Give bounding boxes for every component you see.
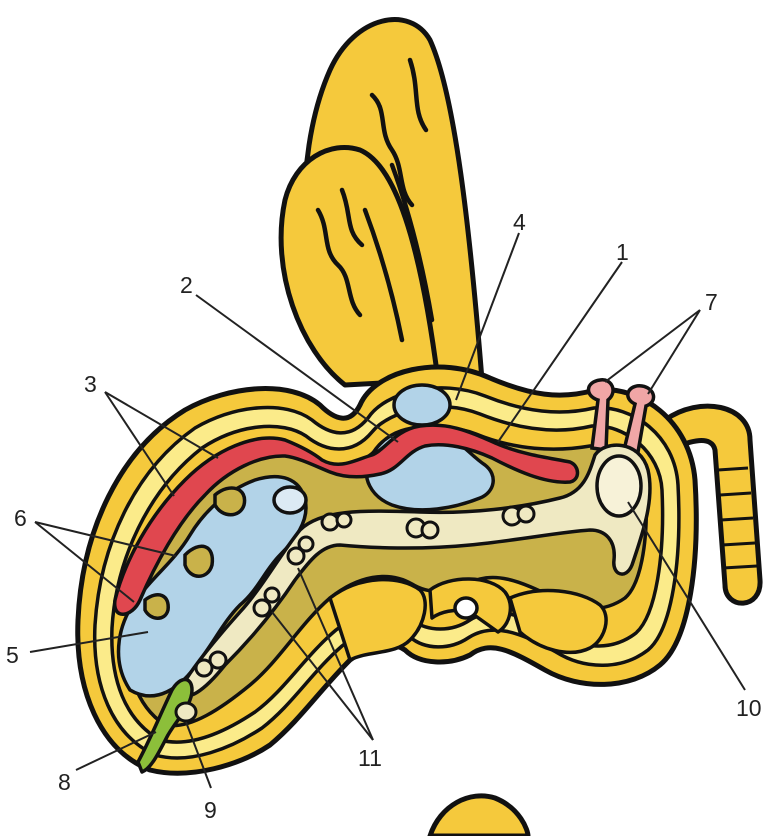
label-11: 11 [358,745,382,771]
small-ganglion [176,703,196,721]
lower-segment [430,796,528,836]
label-4: 4 [513,209,526,235]
blue-bubble-top [394,385,450,425]
label-2: 2 [180,272,193,298]
label-5: 5 [6,642,19,668]
blue-bubble-small [274,487,306,513]
label-6: 6 [14,505,27,531]
label-8: 8 [58,769,71,795]
label-9: 9 [204,797,217,823]
label-10: 10 [736,695,762,721]
brain-ganglion [597,456,641,516]
label-3: 3 [84,371,97,397]
leg-socket [455,598,477,618]
label-7: 7 [705,289,718,315]
wings [281,20,482,385]
label-1: 1 [616,239,629,265]
